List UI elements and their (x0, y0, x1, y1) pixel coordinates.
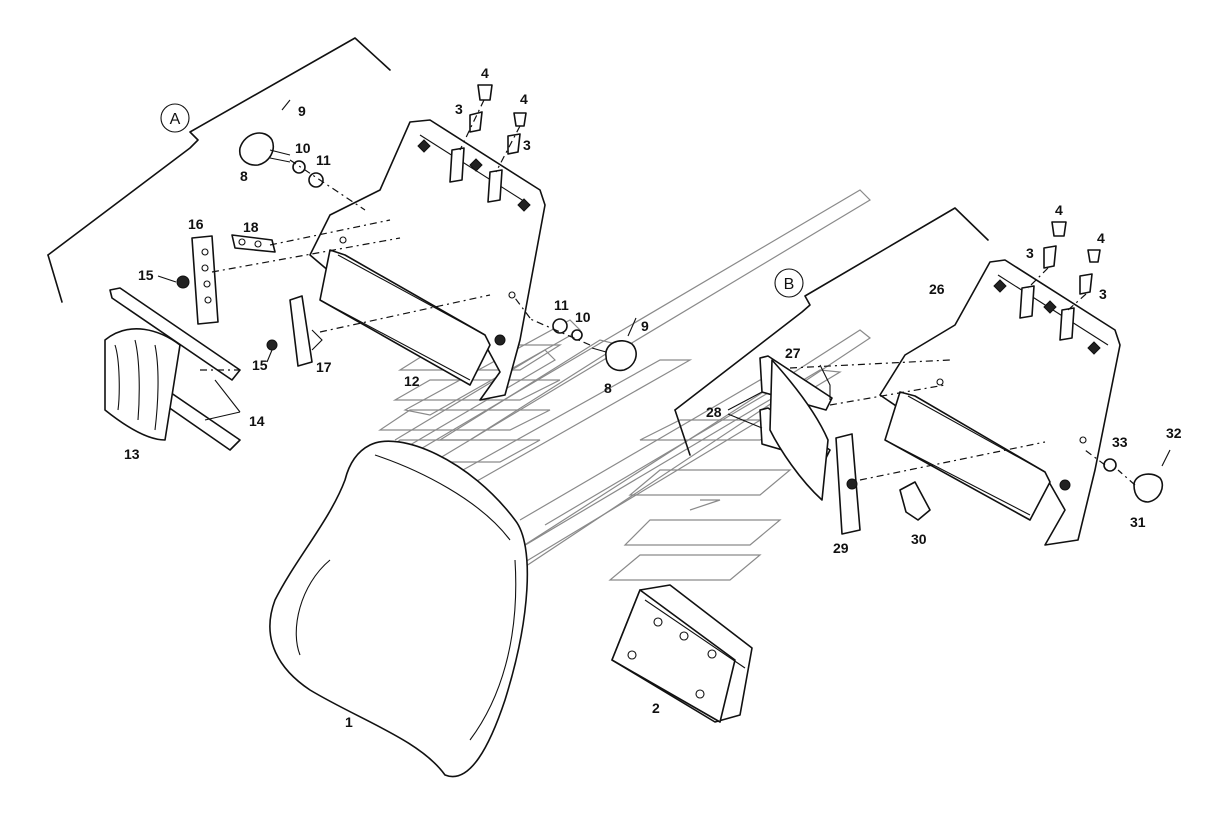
bracket-16 (176, 235, 219, 325)
pins-group-b (1019, 221, 1101, 341)
callout-16: 16 (188, 216, 204, 232)
callout-12: 12 (404, 373, 420, 389)
bracket-17 (266, 295, 323, 367)
group-a-bracket (47, 37, 391, 303)
group-b-bracket (674, 207, 989, 456)
knob-8b (552, 317, 637, 372)
callout-27: 27 (785, 345, 801, 361)
callout-3: 3 (1026, 245, 1034, 261)
callout-4: 4 (520, 91, 528, 107)
knob-8a (238, 99, 324, 188)
callout-31: 31 (1130, 514, 1146, 530)
callout-11: 11 (554, 297, 569, 313)
callout-3: 3 (523, 137, 531, 153)
callout-10: 10 (295, 140, 311, 156)
callout-30: 30 (911, 531, 927, 547)
backrest-cushion (269, 440, 529, 778)
view-b-label: B (784, 276, 795, 293)
callout-3: 3 (1099, 286, 1107, 302)
callout-17: 17 (316, 359, 332, 375)
callout-4: 4 (481, 65, 489, 81)
callout-4: 4 (1097, 230, 1105, 246)
callout-15: 15 (252, 357, 268, 373)
callout-33: 33 (1112, 434, 1128, 450)
seat-frame-a (309, 119, 546, 401)
callout-11: 11 (316, 152, 331, 168)
callout-2: 2 (652, 700, 660, 716)
callout-8: 8 (240, 168, 248, 184)
group-b-parts (759, 355, 1171, 535)
assembly-lines (200, 159, 1136, 486)
view-a-marker: A (160, 103, 190, 133)
callout-9: 9 (641, 318, 649, 334)
callout-9: 9 (298, 103, 306, 119)
pins-group-a (449, 84, 527, 203)
headrest-plate (611, 584, 753, 723)
callout-1: 1 (345, 714, 353, 730)
callout-26: 26 (929, 281, 945, 297)
callout-29: 29 (833, 540, 849, 556)
callout-15: 15 (138, 267, 154, 283)
callout-18: 18 (243, 219, 259, 235)
leader-lines (157, 275, 763, 429)
latch-18 (231, 234, 276, 253)
callout-labels: 1 2 3 3 3 3 4 4 4 4 8 8 9 9 10 10 11 11 … (124, 65, 1182, 730)
view-a-label: A (170, 111, 181, 128)
view-b-marker: B (774, 268, 804, 298)
callout-8: 8 (604, 380, 612, 396)
callout-13: 13 (124, 446, 140, 462)
callout-28: 28 (706, 404, 722, 420)
callout-10: 10 (575, 309, 591, 325)
callout-4: 4 (1055, 202, 1063, 218)
callout-3: 3 (455, 101, 463, 117)
callout-14: 14 (249, 413, 265, 429)
callout-32: 32 (1166, 425, 1182, 441)
rails-and-slide (104, 287, 241, 451)
